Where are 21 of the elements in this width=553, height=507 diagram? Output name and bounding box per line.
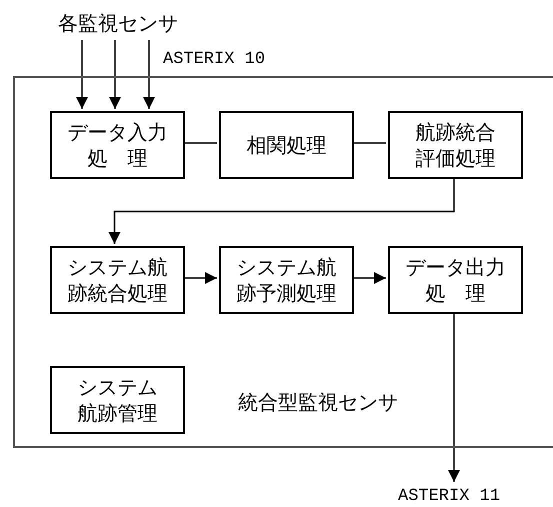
process-box: システム航跡管理 [50,366,185,434]
protocol-label: ASTERIX 10 [163,50,266,69]
arrow [352,272,386,284]
process-box: データ入力処 理 [50,111,185,179]
system-frame [13,76,553,448]
arrow [448,312,460,482]
process-box: 相関処理 [219,111,354,179]
process-box: システム航跡予測処理 [219,246,354,314]
process-box: データ出力処 理 [388,246,523,314]
source-label: 各監視センサ [58,10,178,36]
arrow [109,40,121,109]
connector-line [183,142,217,144]
arrow [76,40,88,109]
arrow [143,40,155,109]
output-label: ASTERIX 11 [398,486,500,507]
arrow [183,272,217,284]
process-box: システム航跡統合処理 [50,246,185,314]
connector-line [352,142,386,144]
arrow [108,177,455,244]
process-box: 航跡統合評価処理 [388,111,523,179]
system-label: 統合型監視センサ [238,389,398,415]
